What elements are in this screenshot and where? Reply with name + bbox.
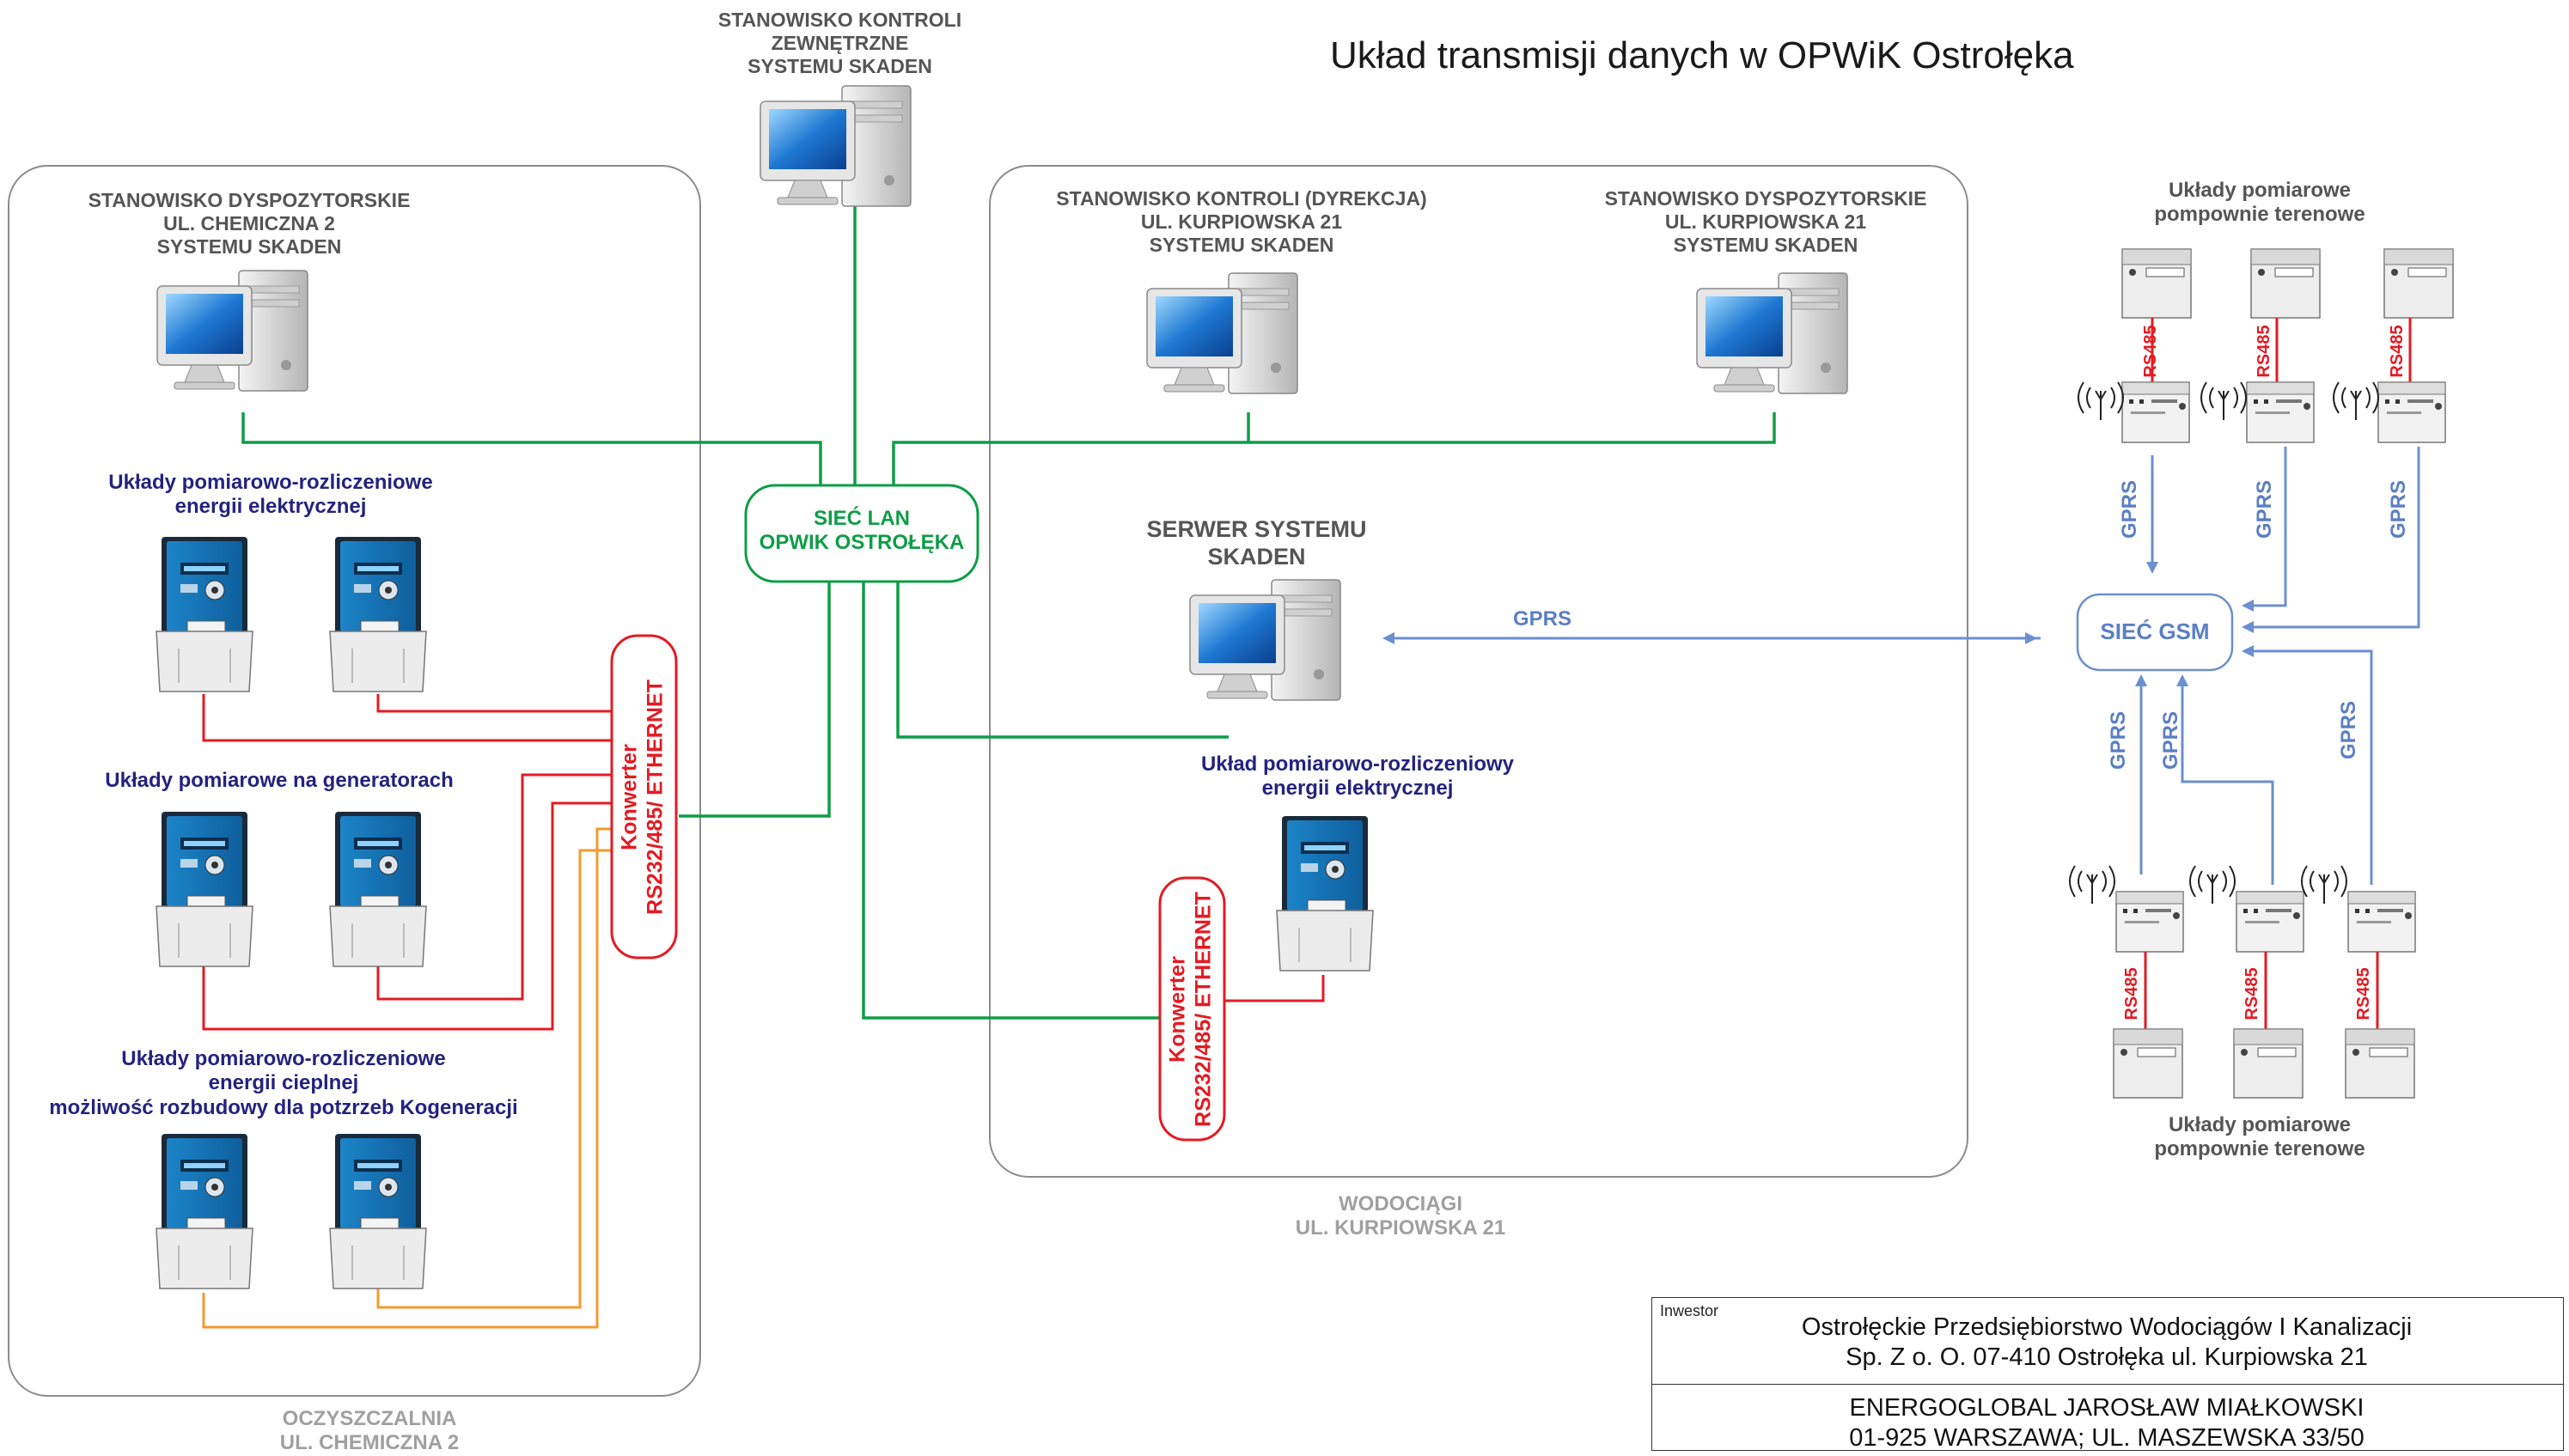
gprs-modem-icon xyxy=(2121,381,2190,443)
computer-icon xyxy=(1146,272,1298,394)
gprs-label: GPRS xyxy=(2253,480,2276,539)
gprs-modem-icon xyxy=(2347,891,2416,953)
lan-label: SIEĆ LAN OPWIK OSTROŁĘKA xyxy=(759,507,965,555)
group-heat-label: Układy pomiarowo-rozliczeniowe energii c… xyxy=(49,1047,518,1119)
converter-middle xyxy=(1158,876,1226,1142)
site-middle-label: WODOCIĄGI UL. KURPIOWSKA 21 xyxy=(1295,1192,1506,1240)
diagram-title: Układ transmisji danych w OPWiK Ostrołęk… xyxy=(1330,34,2074,76)
converter-left-label: Konwerter RS232/485/ ETHERNET xyxy=(617,679,668,915)
server-label: SERWER SYSTEMU SKADEN xyxy=(1146,516,1367,570)
electricity-meter-icon xyxy=(156,536,253,692)
pump-meter-icon xyxy=(2383,248,2454,319)
station-dyrekcja-label: STANOWISKO KONTROLI (DYREKCJA) UL. KURPI… xyxy=(1056,187,1427,257)
converter-middle-label: Konwerter RS232/485/ ETHERNET xyxy=(1165,892,1216,1127)
pump-meter-icon xyxy=(2250,248,2321,319)
site-middle-box xyxy=(989,165,1968,1178)
site-left-box xyxy=(8,165,701,1397)
gprs-label: GPRS xyxy=(2159,711,2182,771)
pumps-bottom xyxy=(2069,865,2416,1099)
gprs-label: GPRS xyxy=(2107,711,2130,771)
designer-text: ENERGOGLOBAL JAROSŁAW MIAŁKOWSKI 01-925 … xyxy=(1849,1394,2365,1452)
heat-links xyxy=(202,827,612,1329)
antenna-icon xyxy=(2069,865,2115,905)
station-external-label: STANOWISKO KONTROLI ZEWNĘTRZNE SYSTEMU S… xyxy=(717,9,962,78)
rs485-label: RS485 xyxy=(2388,325,2407,378)
rs485-links-left xyxy=(202,694,612,1031)
rs485-label: RS485 xyxy=(2141,325,2160,378)
rs485-label: RS485 xyxy=(2122,967,2141,1020)
gsm-node xyxy=(2076,593,2234,672)
server-icon xyxy=(1189,579,1341,701)
pump-meter-icon xyxy=(2233,1028,2304,1099)
gsm-label: SIEĆ GSM xyxy=(2100,618,2210,644)
computer-icon xyxy=(760,85,912,207)
group-pumps-bottom-label: Układy pomiarowe pompownie terenowe xyxy=(2154,1113,2365,1161)
gprs-modem-icon xyxy=(2236,891,2304,953)
antenna-icon xyxy=(2301,865,2347,905)
electricity-meter-icon xyxy=(156,811,253,967)
converter-left xyxy=(610,634,678,959)
gprs-label: GPRS xyxy=(2118,480,2141,539)
gprs-modem-icon xyxy=(2246,381,2315,443)
group-energy-label: Układy pomiarowo-rozliczeniowe energii e… xyxy=(108,471,433,519)
investor-caption: Inwestor xyxy=(1660,1302,1719,1319)
electricity-meter-icon xyxy=(156,1133,253,1289)
gprs-label: GPRS xyxy=(1512,607,1571,631)
rs485-link-middle xyxy=(1224,975,1325,1002)
site-left-label: OCZYSZCZALNIA UL. CHEMICZNA 2 xyxy=(279,1407,460,1455)
computer-icon xyxy=(156,270,308,392)
rs485-label: RS485 xyxy=(2243,967,2261,1020)
electricity-meter-icon xyxy=(329,811,427,967)
lan-node xyxy=(744,484,979,583)
group-energy-single-label: Układ pomiarowo-rozliczeniowy energii el… xyxy=(1200,752,1515,801)
electricity-meter-icon xyxy=(329,1133,427,1289)
antenna-icon xyxy=(2078,381,2124,421)
investor-box xyxy=(1651,1297,2564,1385)
gprs-modem-icon xyxy=(2115,891,2184,953)
pumps-top xyxy=(2078,248,2454,443)
rs485-label: RS485 xyxy=(2354,967,2373,1020)
lan-links xyxy=(241,206,1776,1020)
pump-meter-icon xyxy=(2113,1028,2183,1099)
pump-meter-icon xyxy=(2345,1028,2415,1099)
antenna-icon xyxy=(2189,865,2236,905)
gprs-label: GPRS xyxy=(2337,701,2360,760)
pump-meter-icon xyxy=(2121,248,2192,319)
group-generators-label: Układy pomiarowe na generatorach xyxy=(105,769,454,792)
antenna-icon xyxy=(2200,381,2247,421)
gprs-label: GPRS xyxy=(2387,480,2410,539)
rs485-label: RS485 xyxy=(2255,325,2273,378)
electricity-meter-icon xyxy=(329,536,427,692)
electricity-meter-icon xyxy=(1276,815,1374,972)
station-chemiczna-label: STANOWISKO DYSPOZYTORSKIE UL. CHEMICZNA … xyxy=(88,189,411,259)
gprs-modem-icon xyxy=(2377,381,2446,443)
gprs-links xyxy=(1382,447,2420,885)
computer-icon xyxy=(1696,272,1848,394)
antenna-icon xyxy=(2333,381,2379,421)
group-pumps-top-label: Układy pomiarowe pompownie terenowe xyxy=(2154,179,2365,227)
investor-text: Ostrołęckie Przedsiębiorstwo Wodociągów … xyxy=(1801,1313,2413,1371)
station-kurpiowska-label: STANOWISKO DYSPOZYTORSKIE UL. KURPIOWSKA… xyxy=(1604,187,1927,257)
